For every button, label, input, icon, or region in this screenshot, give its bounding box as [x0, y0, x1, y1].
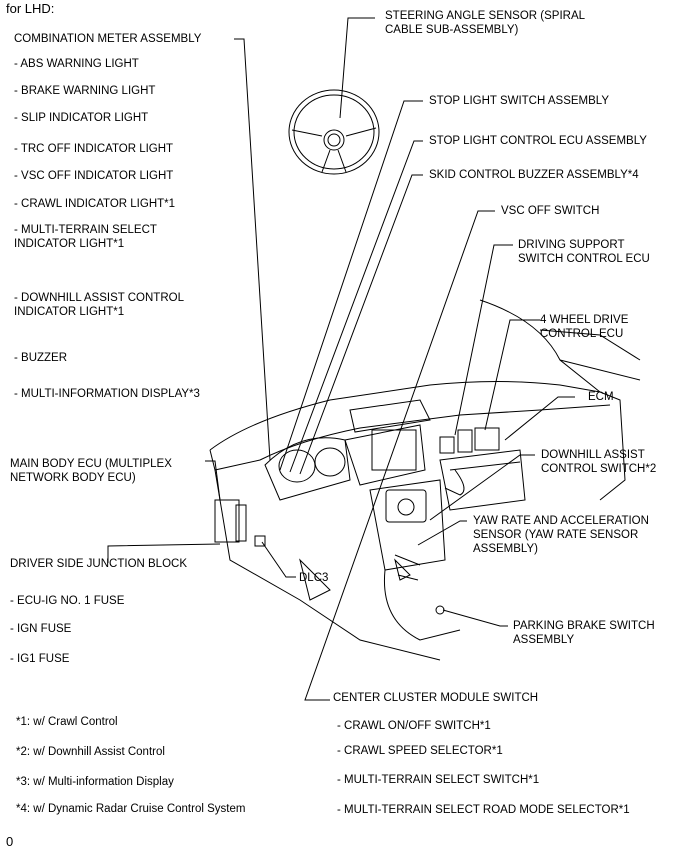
label-main-body-ecu: MAIN BODY ECU (MULTIPLEX NETWORK BODY EC… [10, 458, 172, 484]
label-abs-warning-light: - ABS WARNING LIGHT [14, 58, 139, 70]
label-crawl-speed-selector: - CRAWL SPEED SELECTOR*1 [337, 745, 503, 757]
steering-wheel-drawing [288, 89, 380, 175]
label-multi-terrain-indicator: - MULTI-TERRAIN SELECT INDICATOR LIGHT*1 [14, 224, 157, 250]
label-driver-side-junction-block: DRIVER SIDE JUNCTION BLOCK [10, 558, 187, 570]
label-driving-support-ecu: DRIVING SUPPORT SWITCH CONTROL ECU [518, 239, 650, 265]
label-trc-off-indicator: - TRC OFF INDICATOR LIGHT [14, 143, 174, 155]
footnote-3: *3: w/ Multi-information Display [16, 776, 174, 788]
label-vsc-off-switch: VSC OFF SWITCH [501, 205, 600, 217]
label-parking-brake-switch: PARKING BRAKE SWITCH ASSEMBLY [513, 620, 655, 646]
label-stop-light-switch: STOP LIGHT SWITCH ASSEMBLY [429, 95, 610, 107]
label-stop-light-control-ecu: STOP LIGHT CONTROL ECU ASSEMBLY [429, 135, 647, 147]
label-multi-terrain-road-mode-selector: - MULTI-TERRAIN SELECT ROAD MODE SELECTO… [337, 804, 630, 816]
label-dlc3: DLC3 [299, 572, 329, 584]
label-multi-terrain-select-switch: - MULTI-TERRAIN SELECT SWITCH*1 [337, 774, 540, 786]
diagram-header: for LHD: [6, 1, 55, 16]
label-yaw-rate-sensor: YAW RATE AND ACCELERATION SENSOR (YAW RA… [473, 515, 649, 555]
label-crawl-indicator: - CRAWL INDICATOR LIGHT*1 [14, 198, 176, 210]
label-ecu-ig-fuse: - ECU-IG NO. 1 FUSE [10, 595, 125, 607]
label-ig1-fuse: - IG1 FUSE [10, 653, 70, 665]
label-brake-warning-light: - BRAKE WARNING LIGHT [14, 85, 156, 97]
label-4wd-control-ecu: 4 WHEEL DRIVE CONTROL ECU [540, 314, 629, 340]
leader-lines [107, 17, 575, 701]
label-skid-control-buzzer: SKID CONTROL BUZZER ASSEMBLY*4 [429, 169, 639, 181]
label-center-cluster-module-switch: CENTER CLUSTER MODULE SWITCH [333, 692, 539, 704]
label-crawl-on-off-switch: - CRAWL ON/OFF SWITCH*1 [337, 720, 491, 732]
label-vsc-off-indicator: - VSC OFF INDICATOR LIGHT [14, 170, 174, 182]
label-downhill-assist-switch: DOWNHILL ASSIST CONTROL SWITCH*2 [541, 449, 657, 475]
label-ecm: ECM [588, 391, 614, 403]
dashboard-drawing [209, 299, 641, 661]
label-multi-information-display: - MULTI-INFORMATION DISPLAY*3 [14, 388, 200, 400]
label-buzzer: - BUZZER [14, 352, 68, 364]
label-ign-fuse: - IGN FUSE [10, 623, 72, 635]
label-slip-indicator-light: - SLIP INDICATOR LIGHT [14, 112, 149, 124]
label-steering-angle-sensor: STEERING ANGLE SENSOR (SPIRAL CABLE SUB-… [385, 10, 586, 36]
page-footer: 0 [6, 834, 14, 849]
footnote-4: *4: w/ Dynamic Radar Cruise Control Syst… [16, 803, 246, 815]
footnote-2: *2: w/ Downhill Assist Control [16, 746, 165, 758]
label-combination-meter: COMBINATION METER ASSEMBLY [14, 33, 202, 45]
label-downhill-assist-indicator: - DOWNHILL ASSIST CONTROL INDICATOR LIGH… [14, 292, 184, 318]
footnote-1: *1: w/ Crawl Control [16, 716, 118, 728]
